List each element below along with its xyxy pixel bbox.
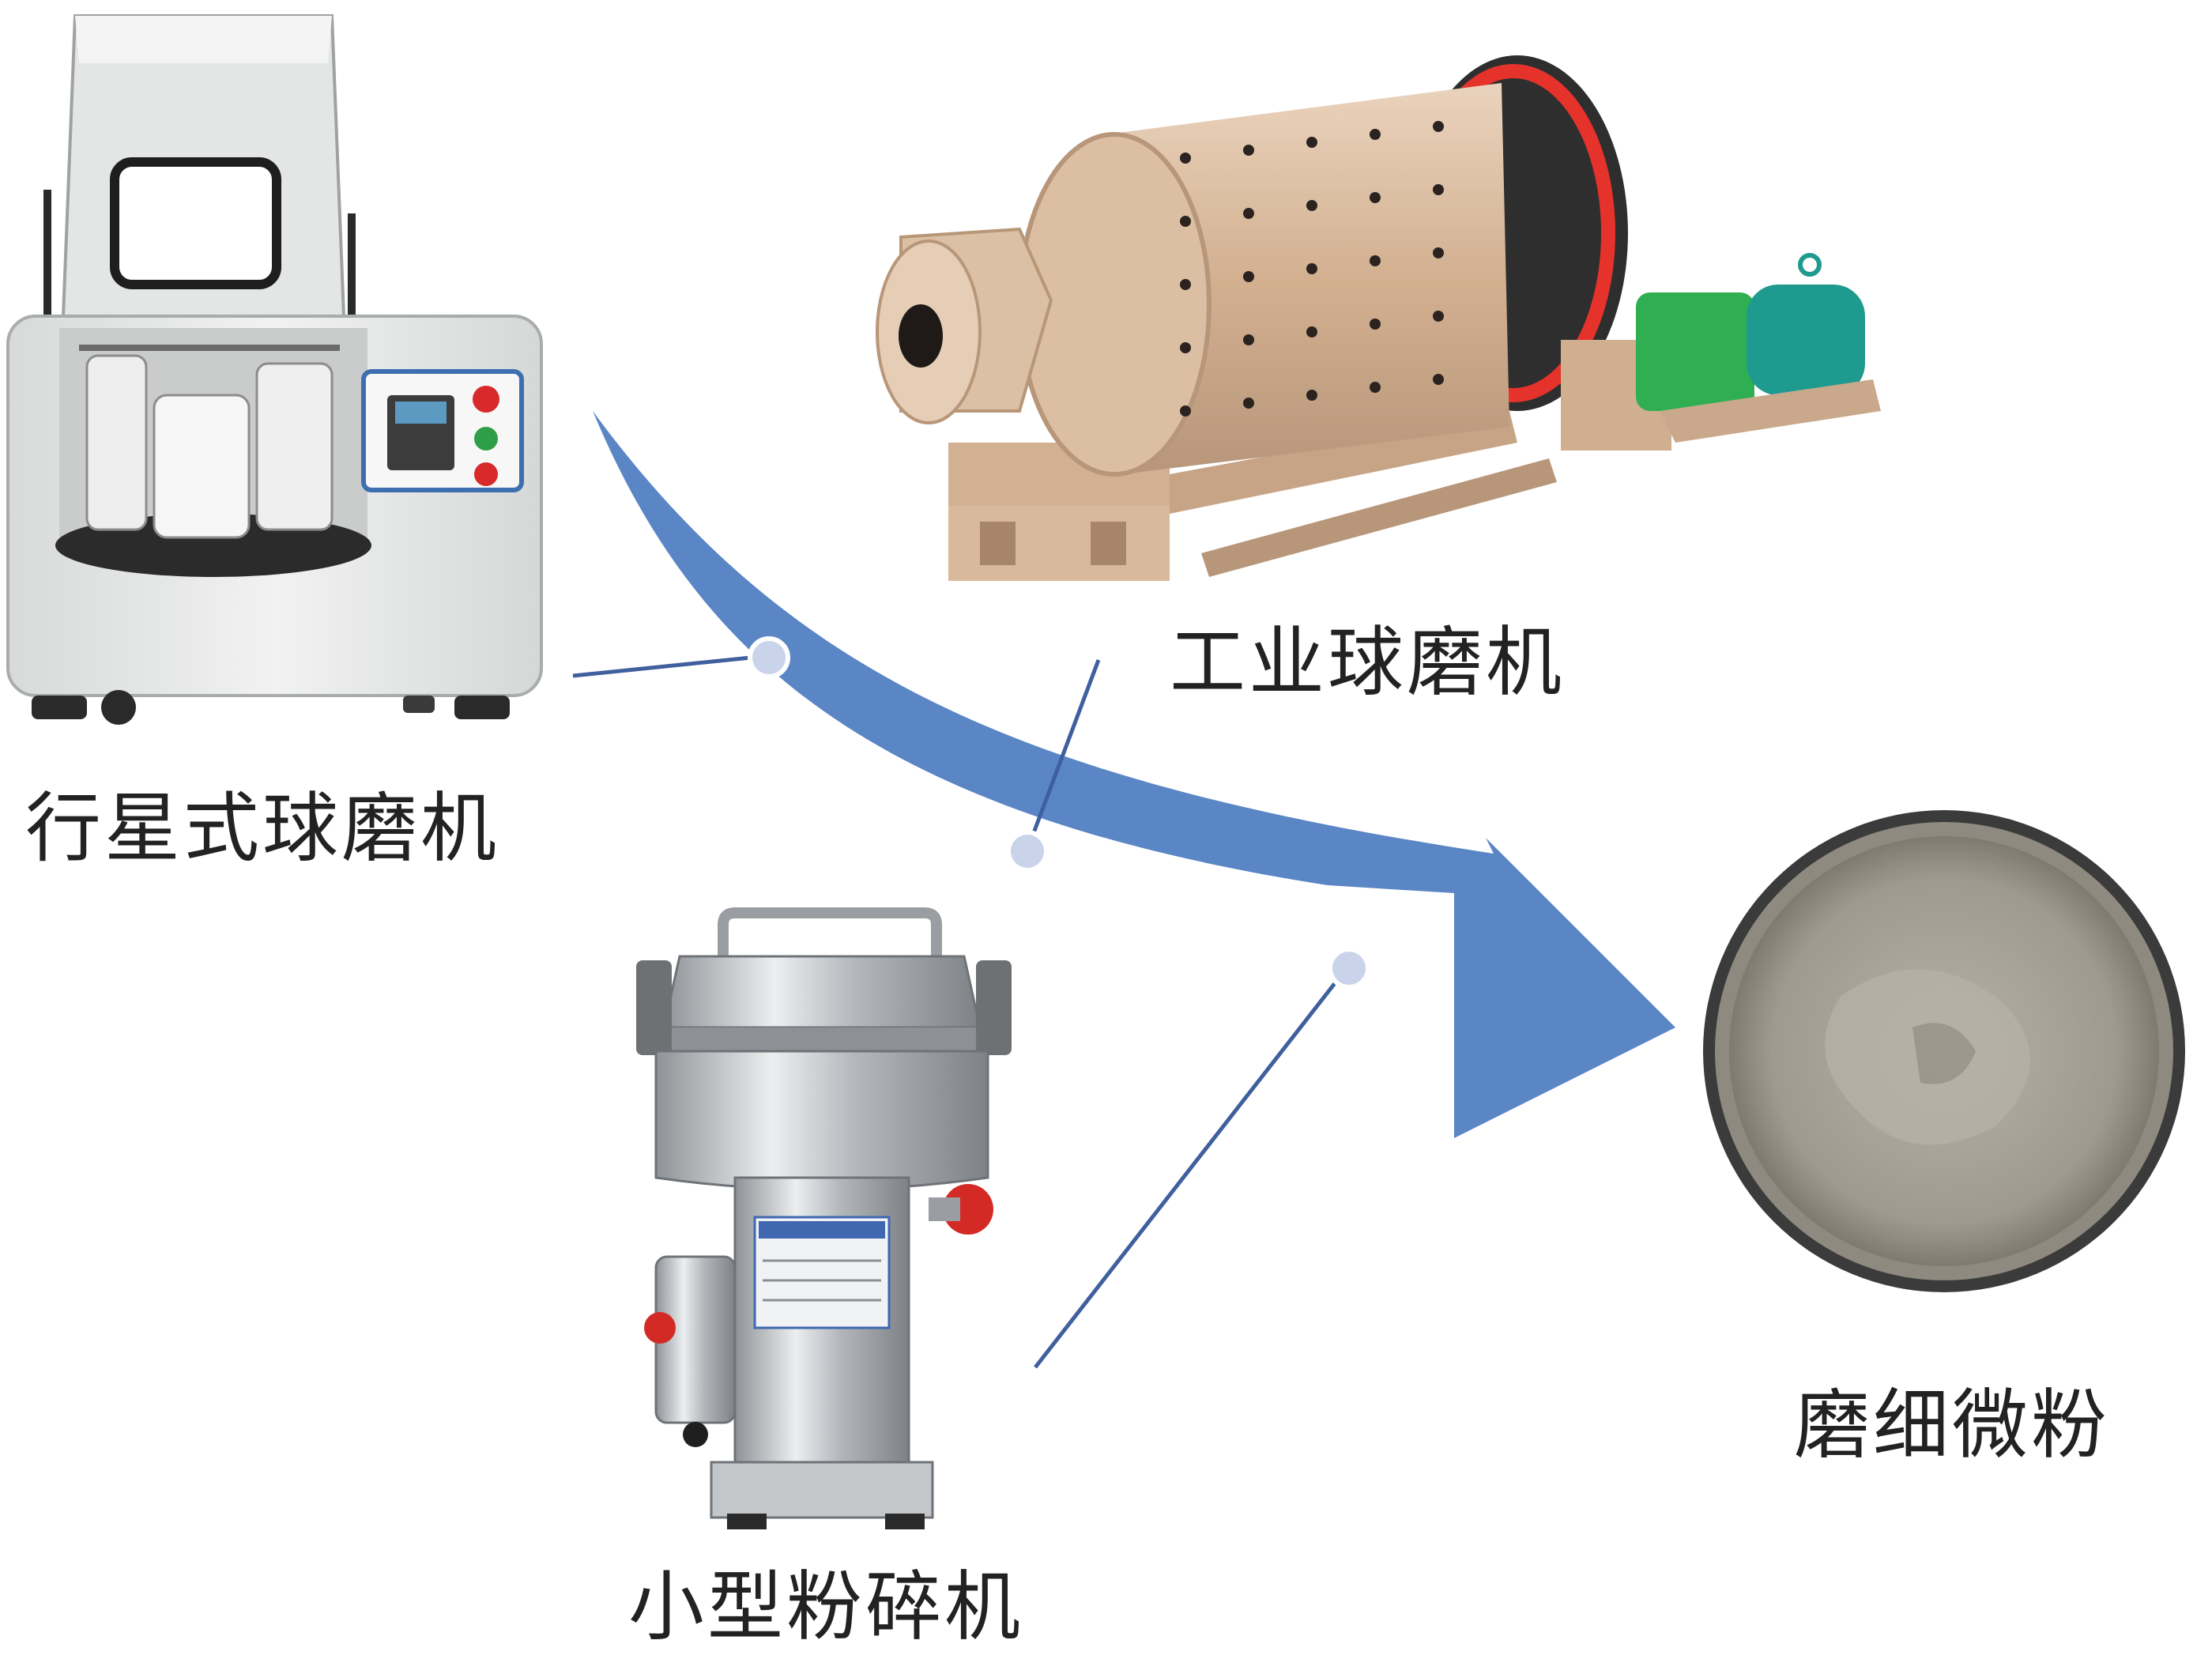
connector-small	[1034, 971, 1345, 1369]
connector-dot	[1328, 947, 1370, 990]
process-arrow	[593, 411, 1675, 1138]
connector-dot	[748, 636, 790, 679]
connector-dot	[1006, 830, 1049, 873]
connector-industrial	[1025, 659, 1101, 850]
label-fine-powder: 磨细微粉	[1794, 1381, 2110, 1469]
label-planetary-ball-mill: 行星式球磨机	[25, 784, 499, 873]
small-grinder-image	[636, 907, 1012, 1529]
connector-planetary	[572, 654, 767, 678]
planetary-ball-mill-image	[6, 14, 543, 725]
fine-powder-image	[1703, 810, 2185, 1292]
industrial-ball-mill-image	[876, 55, 1881, 581]
label-industrial-ball-mill: 工业球磨机	[1170, 618, 1565, 707]
label-small-grinder: 小型粉碎机	[628, 1563, 1023, 1651]
